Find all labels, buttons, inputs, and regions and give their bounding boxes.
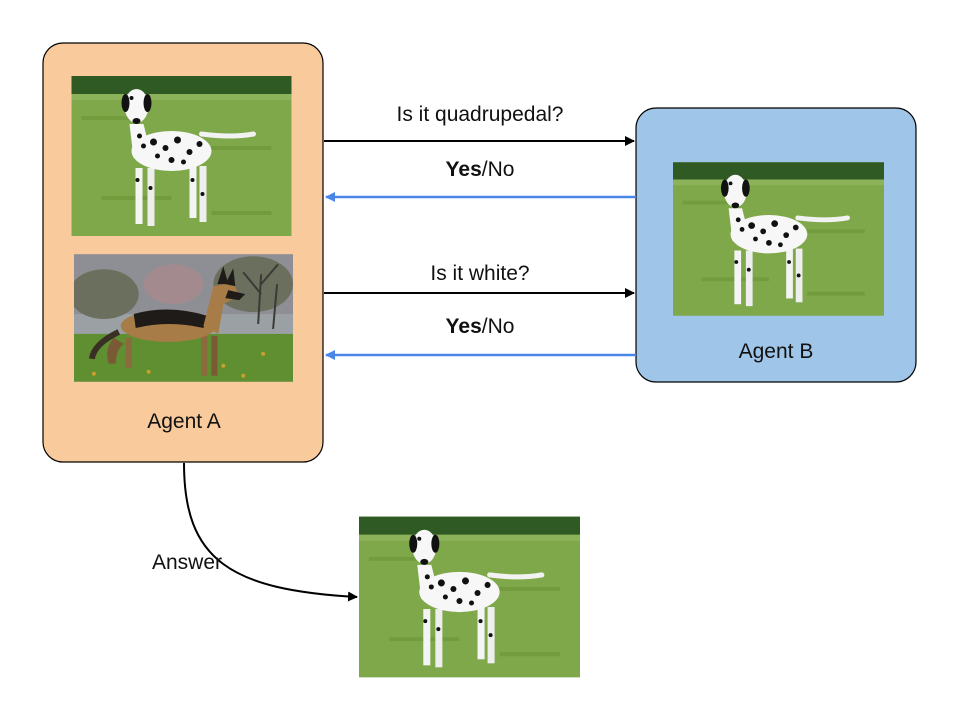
agent-a-label: Agent A: [147, 410, 221, 433]
reply-1-no: /No: [482, 158, 515, 181]
agent-a-shepherd-photo-icon: [69, 254, 293, 381]
answer-label: Answer: [152, 551, 222, 574]
reply-2-no: /No: [482, 315, 515, 338]
answer-dalmatian-photo-icon: [359, 517, 580, 678]
reply-1-yes: Yes: [446, 158, 482, 181]
agent-b-label: Agent B: [739, 340, 814, 363]
reply-2-label: Yes/No: [446, 315, 515, 338]
agent-a-dalmatian-photo-icon: [72, 76, 292, 236]
question-2-label: Is it white?: [430, 262, 529, 285]
question-1-label: Is it quadrupedal?: [397, 103, 564, 126]
reply-1-label: Yes/No: [446, 158, 515, 181]
answer-arrow: [183, 462, 358, 602]
reply-2-yes: Yes: [446, 315, 482, 338]
agent-b-dalmatian-photo-icon: [673, 162, 884, 315]
